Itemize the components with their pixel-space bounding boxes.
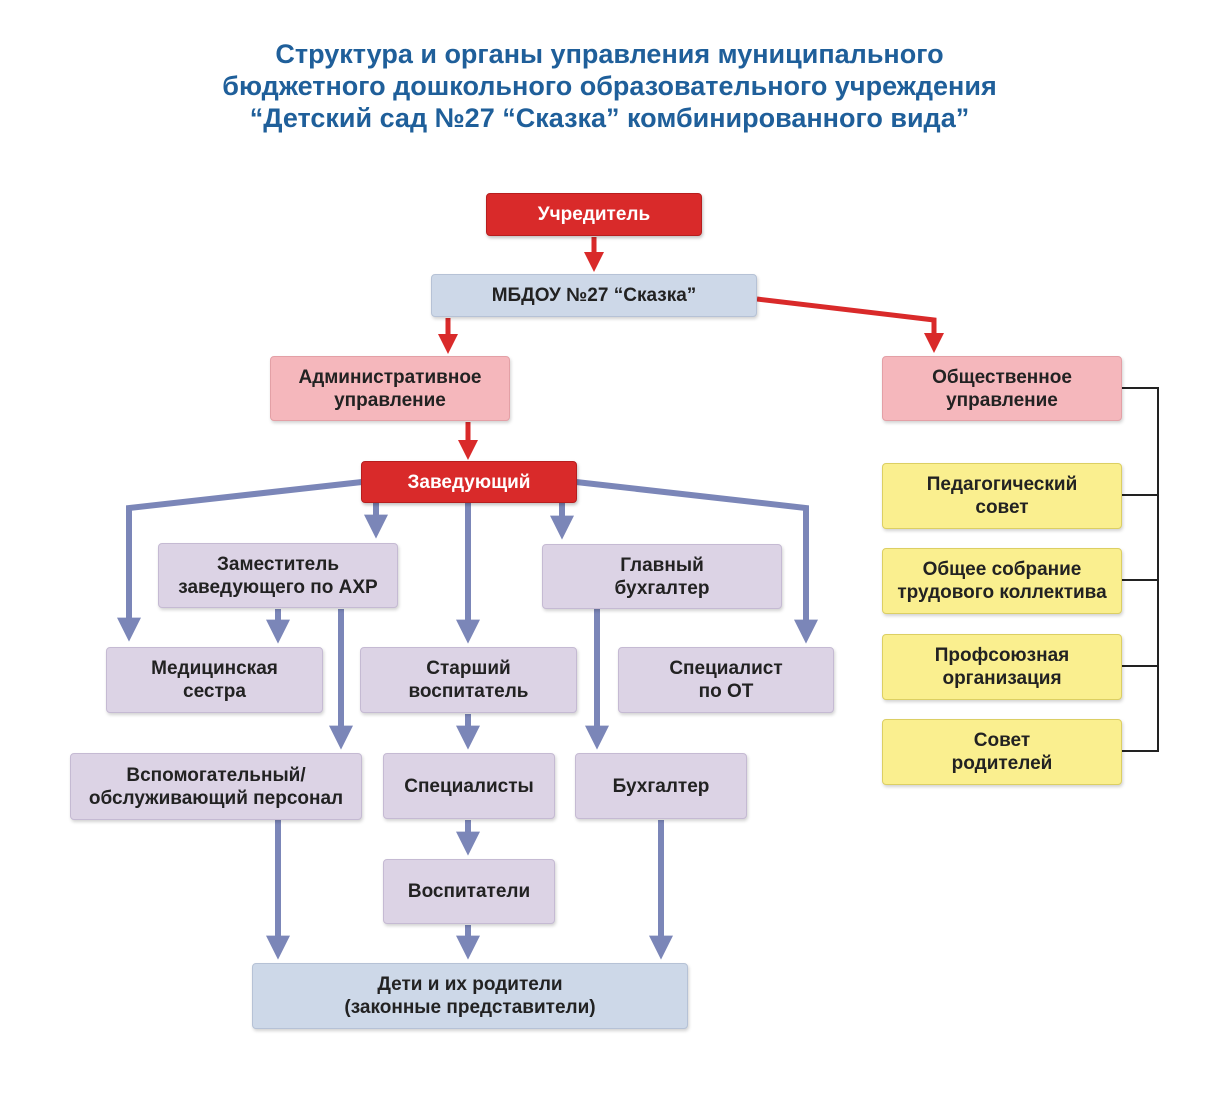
node-deputy-head: Заместитель заведующего по АХР [158,543,398,608]
node-parents-council: Совет родителей [882,719,1122,785]
node-founder: Учредитель [486,193,702,236]
node-accountant: Бухгалтер [575,753,747,819]
arrow-head-to-ot-specialist [575,479,818,644]
title-line-3: “Детский сад №27 “Сказка” комбинированно… [249,103,970,133]
node-nurse: Медицинская сестра [106,647,323,713]
node-support-staff: Вспомогательный/ обслуживающий персонал [70,753,362,820]
node-general-meeting: Общее собрание трудового коллектива [882,548,1122,614]
node-head: Заведующий [361,461,577,503]
title-line-1: Структура и органы управления муниципаль… [275,39,944,69]
node-senior-teacher: Старший воспитатель [360,647,577,713]
arrow-head-to-nurse [117,479,363,642]
node-teachers: Воспитатели [383,859,555,924]
arrow-mbdou-to-public [756,296,944,353]
node-pedagogical-council: Педагогический совет [882,463,1122,529]
node-chief-accountant: Главный бухгалтер [542,544,782,609]
node-ot-specialist: Специалист по ОТ [618,647,834,713]
title-line-2: бюджетного дошкольного образовательного … [222,71,997,101]
red-connectors [438,237,944,460]
node-mbdou: МБДОУ №27 “Сказка” [431,274,757,317]
node-admin-management: Административное управление [270,356,510,421]
blue-connectors [117,479,818,960]
public-bracket [1121,387,1159,752]
node-specialists: Специалисты [383,753,555,819]
page-title: Структура и органы управления муниципаль… [0,38,1219,134]
node-children-parents: Дети и их родители (законные представите… [252,963,688,1029]
node-public-management: Общественное управление [882,356,1122,421]
node-trade-union: Профсоюзная организация [882,634,1122,700]
